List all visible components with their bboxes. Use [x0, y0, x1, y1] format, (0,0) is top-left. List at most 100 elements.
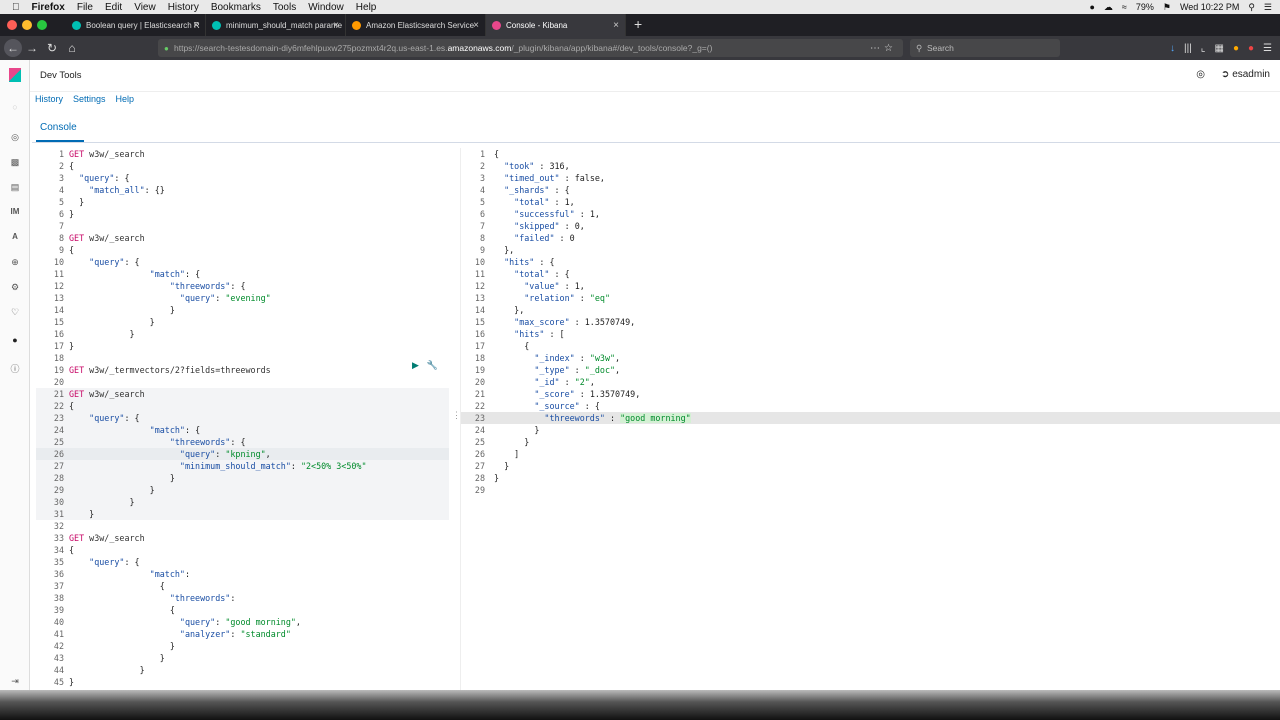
tab-boolean-query[interactable]: Boolean query | Elasticsearch R×: [66, 14, 206, 36]
chart-icon[interactable]: ▩: [10, 157, 20, 167]
cloud-icon[interactable]: ☁: [1103, 1, 1113, 12]
code-line[interactable]: 11 "match": {: [36, 268, 449, 280]
close-tab-icon[interactable]: ×: [333, 19, 339, 31]
forward-button[interactable]: →: [26, 41, 38, 55]
code-line[interactable]: 6}: [36, 208, 449, 220]
reload-button[interactable]: ↻: [46, 41, 58, 55]
code-line[interactable]: 5 }: [36, 196, 449, 208]
code-line[interactable]: 3 "query": {: [36, 172, 449, 184]
code-line[interactable]: 29 }: [36, 484, 449, 496]
code-line[interactable]: 31 }: [36, 508, 449, 520]
user-menu[interactable]: ➲ esadmin: [1221, 69, 1270, 80]
code-line[interactable]: 28 }: [36, 472, 449, 484]
apple-icon[interactable]: : [12, 2, 20, 13]
panel-resizer[interactable]: ⋮: [452, 410, 461, 420]
code-line[interactable]: 10 "query": {: [36, 256, 449, 268]
menu-bookmarks[interactable]: Bookmarks: [203, 1, 261, 13]
code-line[interactable]: 38 "threewords":: [36, 592, 449, 604]
help-link[interactable]: Help: [115, 94, 135, 104]
menu-list-icon[interactable]: ☰: [1263, 1, 1272, 12]
history-link[interactable]: History: [35, 94, 64, 104]
code-line[interactable]: 27 "minimum_should_match": "2<50% 3<50%": [36, 460, 449, 472]
code-line[interactable]: 14 }: [36, 304, 449, 316]
clock[interactable]: Wed 10:22 PM: [1179, 2, 1240, 12]
compass-icon[interactable]: ◎: [11, 132, 19, 142]
code-line[interactable]: 2{: [36, 160, 449, 172]
code-line[interactable]: 41 "analyzer": "standard": [36, 628, 449, 640]
home-button[interactable]: ⌂: [68, 41, 76, 55]
code-line[interactable]: 36 "match":: [36, 568, 449, 580]
hamburger-menu-icon[interactable]: ☰: [1263, 42, 1272, 54]
tab-console[interactable]: Console: [40, 122, 77, 133]
code-line[interactable]: 40 "query": "good morning",: [36, 616, 449, 628]
dashboard-icon[interactable]: ▤: [10, 182, 20, 192]
maximize-window-button[interactable]: [37, 20, 47, 30]
kibana-logo[interactable]: [9, 68, 21, 82]
sidebar-icon[interactable]: ▦: [1214, 42, 1224, 54]
tab-amazon-es[interactable]: Amazon Elasticsearch Service×: [346, 14, 486, 36]
wifi-icon[interactable]: ≈: [1121, 2, 1127, 12]
code-line[interactable]: 16 }: [36, 328, 449, 340]
menu-view[interactable]: View: [126, 1, 156, 13]
code-line[interactable]: 44 }: [36, 664, 449, 676]
flag-icon[interactable]: ⚑: [1162, 1, 1171, 12]
code-line[interactable]: 24 "match": {: [36, 424, 449, 436]
minimize-window-button[interactable]: [22, 20, 32, 30]
code-line[interactable]: 34{: [36, 544, 449, 556]
close-tab-icon[interactable]: ×: [193, 19, 199, 31]
new-tab-button[interactable]: +: [634, 16, 643, 32]
menu-firefox[interactable]: Firefox: [24, 1, 65, 13]
help-icon[interactable]: ◎: [1196, 69, 1206, 80]
wrench-icon[interactable]: 🔧: [426, 360, 439, 370]
maps-icon[interactable]: ⊕: [11, 257, 19, 267]
url-bar[interactable]: ● https://search-testesdomain-diy6mfehlp…: [158, 39, 903, 57]
library-icon[interactable]: |||: [1184, 42, 1192, 54]
battery-percent[interactable]: 79%: [1135, 2, 1154, 12]
back-button[interactable]: ←: [4, 39, 22, 57]
close-tab-icon[interactable]: ×: [473, 19, 479, 31]
code-line[interactable]: 22{: [36, 400, 449, 412]
close-tab-icon[interactable]: ×: [613, 19, 619, 31]
nav-im[interactable]: IM: [10, 207, 20, 216]
code-line[interactable]: 17}: [36, 340, 449, 352]
code-line[interactable]: 25 "threewords": {: [36, 436, 449, 448]
gear-icon[interactable]: ⚙: [10, 282, 20, 292]
code-line[interactable]: 15 }: [36, 316, 449, 328]
code-line[interactable]: 9{: [36, 244, 449, 256]
code-line[interactable]: 37 {: [36, 580, 449, 592]
download-icon[interactable]: ↓: [1170, 42, 1175, 54]
menu-edit[interactable]: Edit: [97, 1, 122, 13]
code-line[interactable]: 42 }: [36, 640, 449, 652]
menu-history[interactable]: History: [160, 1, 199, 13]
tab-console-kibana[interactable]: Console - Kibana×: [486, 14, 626, 36]
code-line[interactable]: 18: [36, 352, 449, 364]
record-icon[interactable]: ●: [1089, 2, 1095, 12]
code-line[interactable]: 43 }: [36, 652, 449, 664]
code-line[interactable]: 12 "threewords": {: [36, 280, 449, 292]
search-bar[interactable]: ⚲ Search: [910, 39, 1060, 57]
page-actions-icon[interactable]: ⋯☆: [870, 42, 897, 54]
account-icon[interactable]: ●: [1247, 42, 1255, 54]
menu-tools[interactable]: Tools: [265, 1, 296, 13]
code-line[interactable]: 32: [36, 520, 449, 532]
heartbeat-icon[interactable]: ♡: [10, 307, 20, 317]
menu-window[interactable]: Window: [300, 1, 344, 13]
code-line[interactable]: 23 "query": {: [36, 412, 449, 424]
code-line[interactable]: 7: [36, 220, 449, 232]
collapse-nav-icon[interactable]: ⇥: [11, 676, 19, 686]
recent-icon[interactable]: ○: [12, 102, 18, 112]
code-line[interactable]: 35 "query": {: [36, 556, 449, 568]
code-line[interactable]: 39 {: [36, 604, 449, 616]
info-icon[interactable]: ⓘ: [10, 364, 20, 374]
menu-help[interactable]: Help: [348, 1, 377, 13]
spotlight-icon[interactable]: ⚲: [1248, 1, 1255, 12]
pocket-icon[interactable]: ⌞: [1200, 42, 1206, 54]
code-line[interactable]: 26 "query": "kpning",: [36, 448, 449, 460]
extension-icon[interactable]: ●: [1232, 42, 1239, 54]
